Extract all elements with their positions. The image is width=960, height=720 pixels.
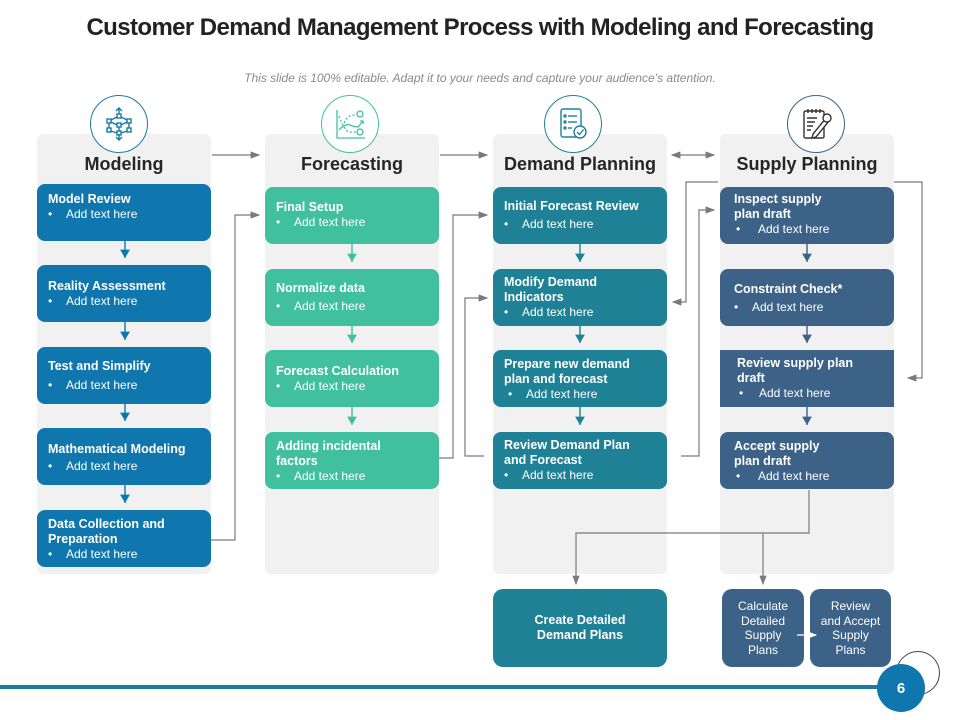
column-heading-demand-planning: Demand Planning — [503, 154, 656, 174]
output-label: Calculate Detailed Supply Plans — [737, 599, 789, 657]
step-modify-demand-indicators[interactable]: Modify Demand Indicators •Add text here — [493, 269, 667, 326]
step-title: Mathematical Modeling — [48, 442, 186, 456]
step-bullet: •Add text here — [276, 469, 366, 483]
step-review-supply-plan-draft[interactable]: Review supply plan draft •Add text here — [720, 350, 894, 407]
calculate-detailed-supply-plans[interactable]: Calculate Detailed Supply Plans — [722, 589, 804, 667]
output-label: Review and Accept Supply Plans — [820, 599, 881, 657]
step-forecast-calculation[interactable]: Forecast Calculation •Add text here — [265, 350, 439, 407]
step-title: Review supply plan draft — [737, 356, 854, 385]
step-bullet: •Add text here — [48, 294, 138, 308]
column-heading-forecasting: Forecasting — [300, 154, 404, 174]
connector-incidental-to-initial-review — [427, 211, 489, 459]
slide-title: Customer Demand Management Process with … — [86, 14, 874, 41]
step-bullet: •Add text here — [276, 379, 366, 393]
step-bullet: •Add text here — [48, 547, 138, 561]
step-normalize-data[interactable]: Normalize data •Add text here — [265, 269, 439, 326]
step-accept-supply-plan-draft[interactable]: Accept supply plan draft •Add text here — [720, 432, 894, 489]
output-label: Create Detailed Demand Plans — [534, 613, 626, 642]
step-title: Normalize data — [276, 281, 365, 295]
step-title: Forecast Calculation — [276, 364, 399, 378]
step-title: Adding incidental factors — [276, 439, 381, 468]
step-model-review[interactable]: Model Review •Add text here — [37, 184, 211, 241]
step-data-collection[interactable]: Data Collection and Preparation •Add tex… — [37, 510, 211, 567]
step-constraint-check[interactable]: Constraint Check* •Add text here — [720, 269, 894, 326]
review-and-accept-supply-plans[interactable]: Review and Accept Supply Plans — [810, 589, 891, 667]
step-review-demand-plan[interactable]: Review Demand Plan and Forecast •Add tex… — [493, 432, 667, 489]
step-title: Test and Simplify — [48, 359, 151, 373]
step-final-setup[interactable]: Final Setup •Add text here — [265, 187, 439, 244]
connector-review-demand-to-inspect-supply — [681, 206, 716, 457]
step-title: Inspect supply plan draft — [734, 192, 822, 221]
page-number: 6 — [877, 664, 925, 712]
step-title: Accept supply plan draft — [734, 439, 820, 468]
step-title: Constraint Check* — [734, 282, 843, 296]
step-bullet: •Add text here — [48, 378, 138, 392]
connector-top-to-review-supply — [894, 181, 923, 382]
create-detailed-demand-plans[interactable]: Create Detailed Demand Plans — [493, 589, 667, 667]
footer-line — [0, 685, 890, 689]
step-title: Initial Forecast Review — [504, 199, 639, 213]
step-mathematical-modeling[interactable]: Mathematical Modeling •Add text here — [37, 428, 211, 485]
connector-data-collection-to-final-setup — [211, 211, 261, 541]
connector-review-demand-loop — [464, 294, 489, 457]
step-title: Final Setup — [276, 200, 344, 214]
step-title: Modify Demand Indicators — [504, 275, 598, 304]
step-bullet: •Add text here — [276, 215, 366, 229]
connector-to-create-demand-plans — [572, 490, 810, 586]
step-bullet: •Add text here — [48, 207, 138, 221]
step-title: Data Collection and Preparation — [48, 517, 165, 546]
step-bullet: •Add text here — [736, 469, 830, 483]
step-test-and-simplify[interactable]: Test and Simplify •Add text here — [37, 347, 211, 404]
step-bullet: •Add text here — [276, 299, 366, 313]
connector-accept-supply-to-modify-demand — [671, 181, 718, 306]
step-inspect-supply-plan-draft[interactable]: Inspect supply plan draft •Add text here — [720, 187, 894, 244]
step-bullet: •Add text here — [504, 305, 594, 319]
checklist-icon — [544, 95, 602, 153]
step-initial-forecast-review[interactable]: Initial Forecast Review •Add text here — [493, 187, 667, 244]
step-bullet: •Add text here — [734, 300, 824, 314]
forecast-chart-icon — [321, 95, 379, 153]
step-bullet: •Add text here — [48, 459, 138, 473]
step-bullet: •Add text here — [504, 217, 594, 231]
column-heading-supply-planning: Supply Planning — [736, 154, 878, 174]
clipboard-pencil-icon — [787, 95, 845, 153]
step-bullet: •Add text here — [508, 387, 598, 401]
step-title: Review Demand Plan and Forecast — [504, 438, 630, 467]
step-title: Prepare new demand plan and forecast — [504, 357, 630, 386]
step-reality-assessment[interactable]: Reality Assessment •Add text here — [37, 265, 211, 322]
slide-subtitle: This slide is 100% editable. Adapt it to… — [244, 71, 716, 85]
step-adding-incidental-factors[interactable]: Adding incidental factors •Add text here — [265, 432, 439, 489]
step-bullet: •Add text here — [736, 222, 830, 236]
cube-network-icon — [90, 95, 148, 153]
step-bullet: •Add text here — [739, 386, 831, 400]
step-title: Model Review — [48, 192, 131, 206]
step-prepare-new-demand-plan[interactable]: Prepare new demand plan and forecast •Ad… — [493, 350, 667, 407]
step-title: Reality Assessment — [48, 279, 166, 293]
column-heading-modeling: Modeling — [84, 154, 164, 174]
step-bullet: •Add text here — [504, 468, 594, 482]
